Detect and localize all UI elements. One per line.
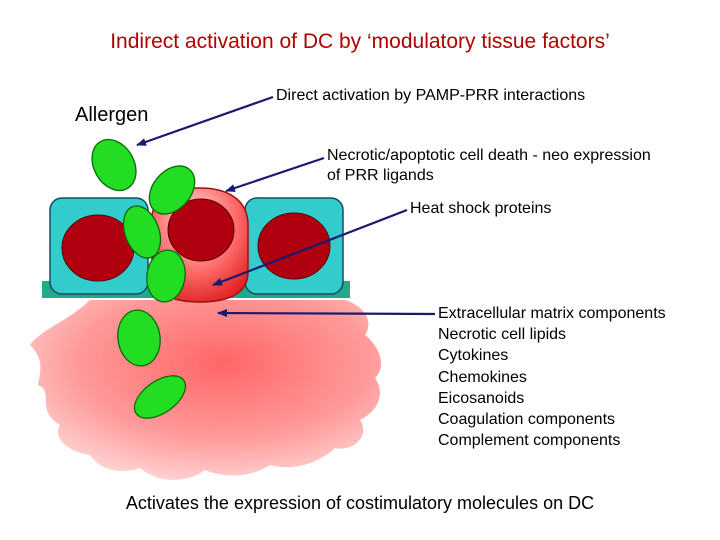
- allergen-particle: [148, 165, 196, 215]
- tissue-region: [30, 300, 382, 480]
- factor-item: Extracellular matrix components: [438, 305, 666, 322]
- arrow-heat-shock: [212, 208, 408, 287]
- heat-shock-label: Heat shock proteins: [410, 200, 552, 217]
- allergen-particle: [122, 205, 162, 259]
- allergen-particle: [146, 249, 186, 303]
- factor-item: Complement components: [438, 432, 621, 450]
- necrotic-label-line1: Necrotic/apoptotic cell death - neo expr…: [327, 147, 651, 164]
- nucleus-right: [257, 212, 331, 280]
- nucleus-necrotic: [167, 198, 235, 262]
- footer-statement: Activates the expression of costimulator…: [125, 493, 595, 513]
- allergen-particle: [133, 375, 187, 419]
- factor-item: Necrotic cell lipids: [438, 326, 567, 344]
- factor-item: Cytokines: [438, 347, 509, 365]
- factor-item: Coagulation components: [438, 411, 616, 429]
- tissue-factor-list: Extracellular matrix components Necrotic…: [438, 303, 666, 451]
- arrow-direct-activation: [136, 95, 274, 147]
- arrow-necrotic-death: [225, 156, 325, 193]
- factor-item: Eicosanoids: [438, 389, 525, 407]
- necrotic-label-line2: of PRR ligands: [327, 167, 434, 184]
- arrow-tissue-factors: [217, 309, 436, 318]
- necrotic-death-label: Necrotic/apoptotic cell death - neo expr…: [327, 146, 651, 186]
- slide-title: Indirect activation of DC by ‘modulatory…: [110, 30, 610, 53]
- allergen-particle: [91, 138, 137, 192]
- allergen-label: Allergen: [75, 104, 149, 126]
- direct-activation-label: Direct activation by PAMP-PRR interactio…: [276, 87, 586, 104]
- factor-item: Chemokines: [438, 368, 527, 386]
- allergen-particle: [117, 309, 161, 367]
